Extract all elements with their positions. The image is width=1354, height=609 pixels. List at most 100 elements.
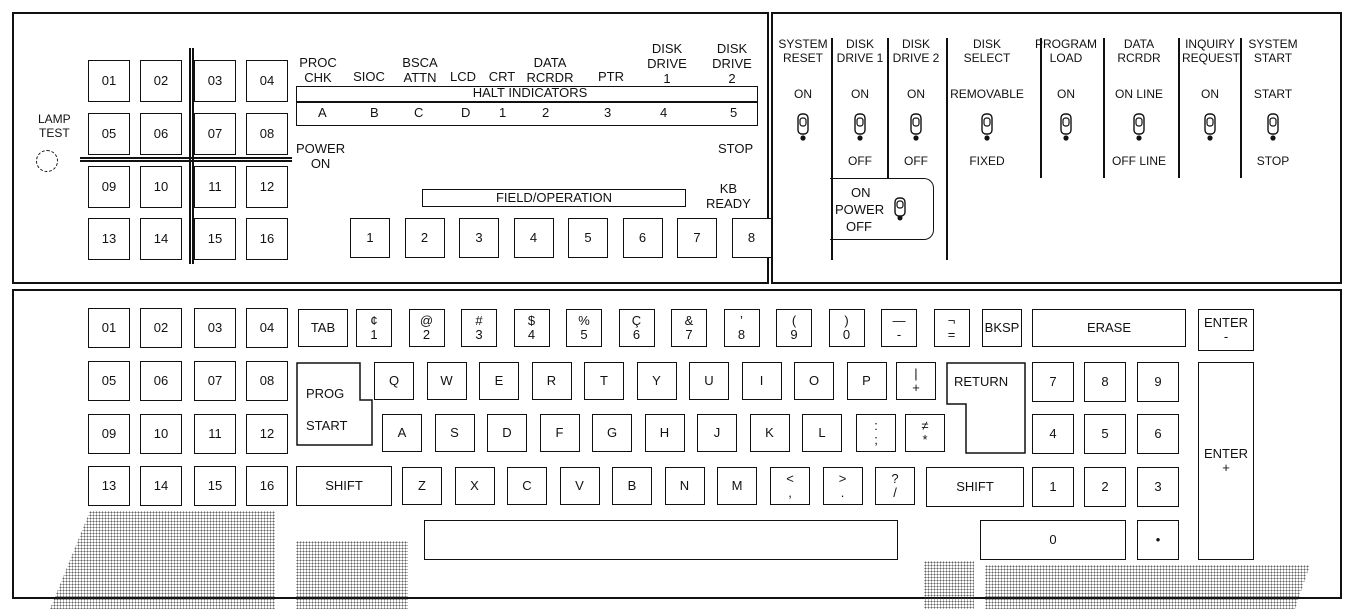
key-colon-semicolon[interactable]: :; xyxy=(856,414,896,452)
toggle-switch-icon[interactable] xyxy=(908,110,924,144)
lamp-key-04[interactable]: 04 xyxy=(246,60,288,102)
lamp-test-light[interactable] xyxy=(36,150,58,172)
key-t[interactable]: T xyxy=(584,362,624,400)
toggle-switch-icon[interactable] xyxy=(795,110,811,144)
toggle-switch-icon[interactable] xyxy=(1202,110,1218,144)
lamp-key-09[interactable]: 09 xyxy=(88,166,130,208)
key-row1-0[interactable]: ¢1 xyxy=(356,309,392,347)
numpad-key-4[interactable]: 4 xyxy=(1032,414,1074,454)
key-q[interactable]: Q xyxy=(374,362,414,400)
kb-fkey-15[interactable]: 15 xyxy=(194,466,236,506)
key-row1-2[interactable]: #3 xyxy=(461,309,497,347)
key-row4-extra-1[interactable]: >. xyxy=(822,467,863,505)
numpad-key-9[interactable]: 9 xyxy=(1137,362,1179,402)
lamp-key-11[interactable]: 11 xyxy=(194,166,236,208)
key-z[interactable]: Z xyxy=(402,467,442,505)
key-row4-extra-0[interactable]: <, xyxy=(770,467,810,505)
numpad-key-6[interactable]: 6 xyxy=(1137,414,1179,454)
key-d[interactable]: D xyxy=(487,414,527,452)
kb-fkey-16[interactable]: 16 xyxy=(246,466,288,506)
key-row1-6[interactable]: &7 xyxy=(671,309,707,347)
key-row1-4[interactable]: %5 xyxy=(566,309,602,347)
lamp-key-08[interactable]: 08 xyxy=(246,113,288,155)
kb-fkey-14[interactable]: 14 xyxy=(140,466,182,506)
lamp-key-16[interactable]: 16 xyxy=(246,218,288,260)
toggle-switch-icon[interactable] xyxy=(1131,110,1147,144)
key-c[interactable]: C xyxy=(507,467,547,505)
kb-fkey-04[interactable]: 04 xyxy=(246,308,288,348)
field-key-7[interactable]: 7 xyxy=(677,218,717,258)
key-notequal-star[interactable]: ≠* xyxy=(905,414,945,452)
numpad-key-7[interactable]: 7 xyxy=(1032,362,1074,402)
key-row4-extra-2[interactable]: ?/ xyxy=(875,467,915,505)
kb-fkey-08[interactable]: 08 xyxy=(246,361,288,401)
kb-fkey-13[interactable]: 13 xyxy=(88,466,130,506)
shift-right-key[interactable]: SHIFT xyxy=(926,467,1024,507)
key-row1-1[interactable]: @2 xyxy=(408,309,445,347)
lamp-key-02[interactable]: 02 xyxy=(140,60,182,102)
key-n[interactable]: N xyxy=(664,467,705,505)
kb-fkey-01[interactable]: 01 xyxy=(88,308,130,348)
key-l[interactable]: L xyxy=(802,414,842,452)
key-b[interactable]: B xyxy=(612,467,652,505)
key-f[interactable]: F xyxy=(539,414,580,452)
numpad-key-0[interactable]: 0 xyxy=(980,520,1126,560)
key-r[interactable]: R xyxy=(531,362,572,400)
kb-fkey-09[interactable]: 09 xyxy=(88,414,130,454)
key-a[interactable]: A xyxy=(382,414,422,452)
key-y[interactable]: Y xyxy=(636,362,677,400)
kb-fkey-07[interactable]: 07 xyxy=(194,361,236,401)
lamp-key-06[interactable]: 06 xyxy=(140,113,182,155)
tab-key[interactable]: TAB xyxy=(298,309,348,347)
lamp-key-14[interactable]: 14 xyxy=(140,218,182,260)
space-bar[interactable] xyxy=(424,520,898,560)
lamp-key-05[interactable]: 05 xyxy=(88,113,130,155)
backspace-key[interactable]: BKSP xyxy=(982,309,1022,347)
numpad-key-1[interactable]: 1 xyxy=(1032,467,1074,507)
key-i[interactable]: I xyxy=(741,362,782,400)
toggle-switch-icon[interactable] xyxy=(1265,110,1281,144)
erase-key[interactable]: ERASE xyxy=(1032,309,1186,347)
key-g[interactable]: G xyxy=(592,414,632,452)
key-row1-7[interactable]: ’8 xyxy=(723,309,760,347)
key-s[interactable]: S xyxy=(434,414,475,452)
return-key[interactable]: RETURN xyxy=(946,362,1026,454)
kb-fkey-11[interactable]: 11 xyxy=(194,414,236,454)
key-x[interactable]: X xyxy=(454,467,495,505)
key-pipe-plus[interactable]: |+ xyxy=(896,362,936,400)
key-row1-3[interactable]: $4 xyxy=(513,309,550,347)
kb-fkey-05[interactable]: 05 xyxy=(88,361,130,401)
key-p[interactable]: P xyxy=(846,362,887,400)
key-h[interactable]: H xyxy=(644,414,685,452)
numpad-key-2[interactable]: 2 xyxy=(1084,467,1126,507)
toggle-switch-icon[interactable] xyxy=(979,110,995,144)
enter-minus-key[interactable]: ENTER - xyxy=(1198,309,1254,351)
lamp-key-07[interactable]: 07 xyxy=(194,113,236,155)
kb-fkey-02[interactable]: 02 xyxy=(140,308,182,348)
lamp-key-12[interactable]: 12 xyxy=(246,166,288,208)
kb-fkey-03[interactable]: 03 xyxy=(194,308,236,348)
kb-fkey-12[interactable]: 12 xyxy=(246,414,288,454)
key-w[interactable]: W xyxy=(426,362,467,400)
key-row1-9[interactable]: )0 xyxy=(828,309,865,347)
key-o[interactable]: O xyxy=(794,362,834,400)
field-key-2[interactable]: 2 xyxy=(404,218,445,258)
lamp-key-10[interactable]: 10 xyxy=(140,166,182,208)
toggle-switch-icon[interactable] xyxy=(852,110,868,144)
field-key-8[interactable]: 8 xyxy=(731,218,772,258)
numpad-key-8[interactable]: 8 xyxy=(1084,362,1126,402)
power-toggle-icon[interactable] xyxy=(892,192,908,224)
key-v[interactable]: V xyxy=(559,467,600,505)
kb-fkey-10[interactable]: 10 xyxy=(140,414,182,454)
key-u[interactable]: U xyxy=(689,362,729,400)
kb-fkey-06[interactable]: 06 xyxy=(140,361,182,401)
numpad-key-3[interactable]: 3 xyxy=(1137,467,1179,507)
field-key-5[interactable]: 5 xyxy=(568,218,608,258)
key-m[interactable]: M xyxy=(717,467,757,505)
toggle-switch-icon[interactable] xyxy=(1058,110,1074,144)
key-row1-11[interactable]: ¬= xyxy=(933,309,970,347)
field-key-1[interactable]: 1 xyxy=(350,218,390,258)
numpad-key-5[interactable]: 5 xyxy=(1084,414,1126,454)
